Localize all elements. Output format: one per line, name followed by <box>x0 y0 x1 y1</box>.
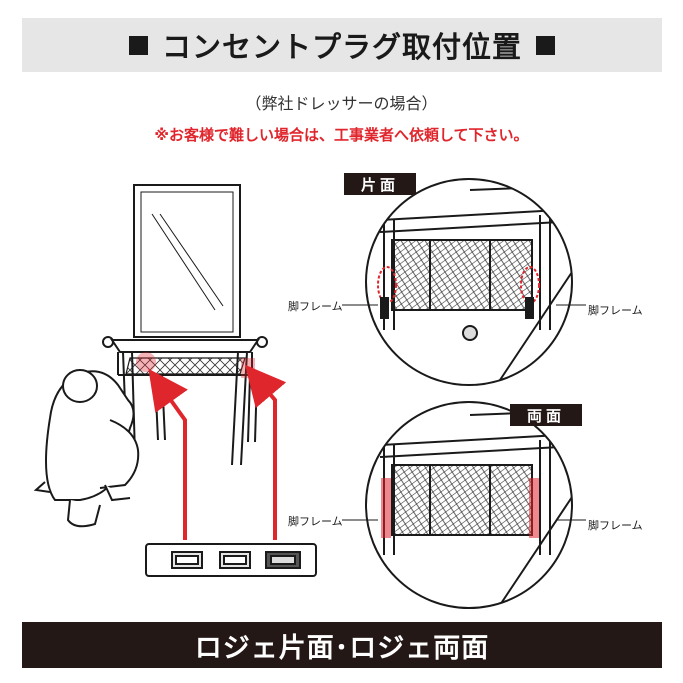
page-title: コンセントプラグ取付位置 <box>161 30 522 64</box>
subtitle: （弊社ドレッサーの場合） <box>245 94 438 113</box>
square-bullet-icon <box>128 35 148 55</box>
warning-note: ※お客様で難しい場合は、工事業者へ依頼して下さい。 <box>154 126 529 144</box>
leg-frame-label-left: 脚フレーム <box>288 300 343 313</box>
square-bullet-icon <box>536 35 555 55</box>
badge-single-sided: 片面 <box>344 173 416 195</box>
product-name-banner: ロジェ片面･ロジェ両面 <box>22 622 662 668</box>
leg-frame-label-left: 脚フレーム <box>288 515 343 528</box>
dresser-drawing <box>102 184 268 466</box>
title-banner: コンセントプラグ取付位置 <box>22 18 662 72</box>
detail-circle-double <box>342 401 586 609</box>
leg-frame-label-right: 脚フレーム <box>588 304 643 317</box>
outlet-strip <box>145 543 317 577</box>
detail-circle-single <box>342 178 586 386</box>
person-figure <box>33 369 140 528</box>
badge-double-sided: 両面 <box>510 404 582 426</box>
pointer-arrows <box>148 364 287 540</box>
leg-frame-label-right: 脚フレーム <box>588 519 643 532</box>
